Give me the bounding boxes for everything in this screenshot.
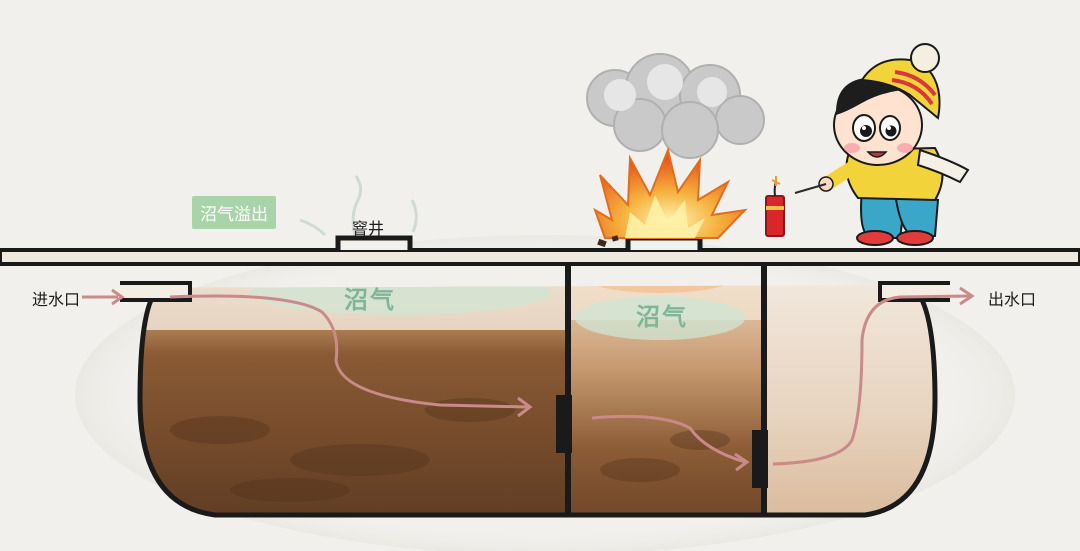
inlet-label: 进水口 — [32, 290, 81, 309]
flow-path-2 — [591, 414, 746, 464]
partition-2-opening — [752, 430, 768, 488]
flow-path-1 — [169, 294, 529, 409]
flow-arrowhead-2 — [734, 452, 750, 472]
gas-label-chamber2: 沼气 — [636, 303, 688, 331]
manhole-label: 窨井 — [352, 219, 385, 238]
ground-slab — [0, 248, 1080, 266]
gas-overflow-tag: 沼气溢出 — [192, 196, 276, 229]
partition-2 — [761, 262, 767, 516]
tank-outline — [137, 282, 938, 518]
flow-arrowhead-1 — [517, 396, 533, 418]
gas-wisps — [299, 175, 418, 237]
cartoon-child — [794, 43, 970, 246]
partition-1-opening — [556, 395, 572, 453]
outlet-label: 出水口 — [988, 290, 1037, 309]
inlet-arrowhead — [111, 288, 125, 306]
outlet-arrowhead — [959, 286, 975, 306]
manhole-2 — [625, 235, 703, 250]
partition-1 — [565, 262, 571, 516]
chamber3-water — [764, 285, 935, 515]
flow-path-3 — [772, 294, 971, 466]
tank-contents — [140, 285, 935, 515]
firecracker — [765, 176, 785, 237]
flow-arrows — [82, 286, 975, 472]
smoke-cloud — [586, 53, 765, 159]
gas-label-chamber1: 沼气 — [344, 286, 396, 314]
manhole-1 — [335, 235, 413, 250]
